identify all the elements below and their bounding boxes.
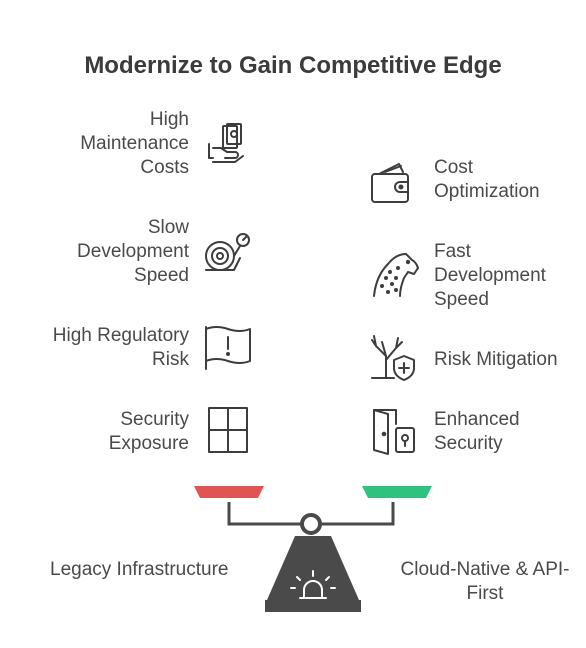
hand-holding-money-icon xyxy=(205,122,249,166)
legacy-infrastructure-label: Legacy Infrastructure xyxy=(50,559,229,580)
window-icon xyxy=(206,406,250,454)
left-item-label-maintenance: High Maintenance Costs xyxy=(80,109,189,178)
diagram-title: Modernize to Gain Competitive Edge xyxy=(84,52,502,79)
left-item-label-regulatory: High Regulatory Risk xyxy=(52,325,189,370)
cloud-native-label: Cloud-Native & API- First xyxy=(400,559,570,604)
right-item-label-cost: Cost Optimization xyxy=(434,157,540,202)
cheetah-icon xyxy=(368,248,422,300)
right-item-label-fast: Fast Development Speed xyxy=(434,241,546,310)
secure-door-icon xyxy=(370,406,420,456)
tree-shield-icon xyxy=(368,330,422,382)
right-item-label-risk: Risk Mitigation xyxy=(434,349,558,370)
left-pan xyxy=(194,486,264,498)
wallet-icon xyxy=(369,160,415,206)
right-item-label-enhanced: Enhanced Security xyxy=(434,409,520,454)
warning-flag-icon xyxy=(202,323,254,371)
balance-scale xyxy=(194,486,432,612)
left-item-label-security: Security Exposure xyxy=(108,409,189,454)
alarm-light-icon xyxy=(290,570,336,599)
scale-base xyxy=(267,536,359,600)
snail-icon xyxy=(202,228,254,276)
scale-pivot xyxy=(300,513,322,535)
left-item-label-slow: Slow Development Speed xyxy=(77,217,189,286)
right-pan xyxy=(362,486,432,498)
